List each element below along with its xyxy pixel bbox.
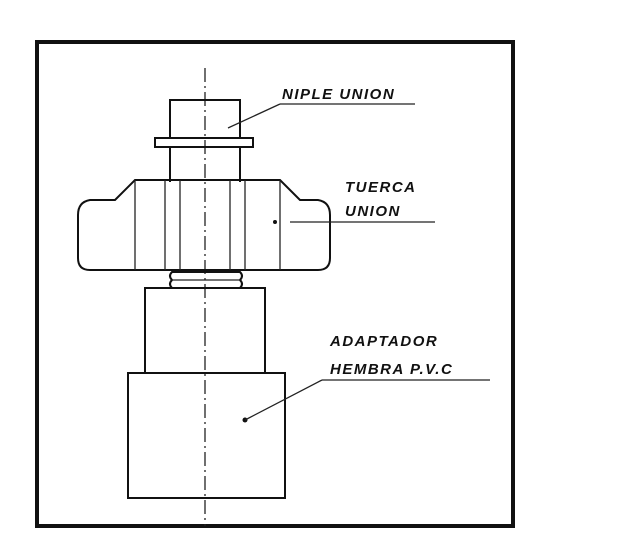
adaptador-hembra-part xyxy=(127,287,286,499)
niple-union-part xyxy=(154,99,254,182)
adaptador-callout: ADAPTADOR HEMBRA P.V.C xyxy=(242,333,490,423)
niple-union-callout: NIPLE UNION xyxy=(227,86,415,129)
adaptador-label: ADAPTADOR xyxy=(329,333,438,350)
thread xyxy=(169,271,243,289)
tuerca-union-part xyxy=(77,179,331,271)
hembra-pvc-label: HEMBRA P.V.C xyxy=(330,361,453,378)
frame-border xyxy=(35,40,515,528)
niple-union-label: NIPLE UNION xyxy=(282,86,395,103)
tuerca-label: TUERCA xyxy=(345,179,417,196)
tuerca-union-callout: TUERCA UNION xyxy=(273,179,435,224)
union-label: UNION xyxy=(345,203,401,220)
